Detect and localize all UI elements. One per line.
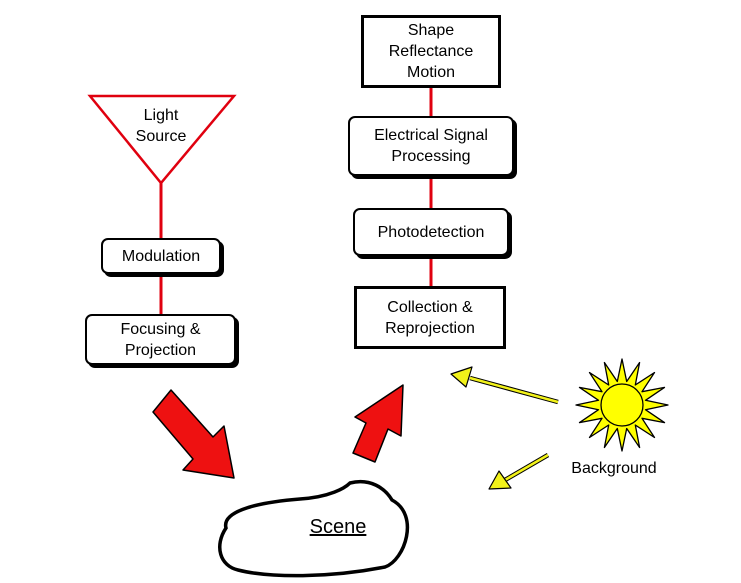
illumination-arrow [152, 389, 235, 479]
background-to-scene-arrow [488, 453, 550, 490]
focusing-line1: Focusing & [120, 320, 201, 338]
reflection-arrow [352, 384, 404, 463]
modulation-label: Modulation [121, 247, 201, 265]
light-source-triangle [87, 94, 237, 185]
shape-line3: Motion [406, 64, 456, 81]
photodetection-box: Photodetection [353, 208, 509, 256]
shape-line1: Shape [407, 22, 455, 39]
electrical-line1: Electrical Signal [374, 127, 488, 144]
light-source-label: Light Source [120, 105, 202, 147]
electrical-signal-processing-box: Electrical Signal Processing [348, 116, 514, 176]
shape-line2: Reflectance [388, 43, 474, 60]
photodetection-label: Photodetection [377, 223, 485, 241]
scene-label: Scene [309, 516, 367, 538]
shape-reflectance-motion-box: Shape Reflectance Motion [361, 15, 501, 88]
collection-line1: Collection & [387, 298, 473, 316]
focusing-line2: Projection [124, 341, 197, 359]
sun-icon [575, 358, 669, 452]
background-label: Background [571, 460, 657, 477]
modulation-box: Modulation [101, 238, 221, 274]
light-source-line2: Source [135, 128, 187, 145]
collection-line2: Reprojection [385, 319, 475, 337]
light-source-line1: Light [143, 107, 179, 124]
scene-blob [218, 480, 410, 578]
focusing-projection-box: Focusing & Projection [85, 314, 236, 365]
collection-reprojection-box: Collection & Reprojection [354, 286, 506, 349]
electrical-line2: Processing [391, 148, 471, 165]
background-to-collection-arrow [450, 366, 559, 405]
